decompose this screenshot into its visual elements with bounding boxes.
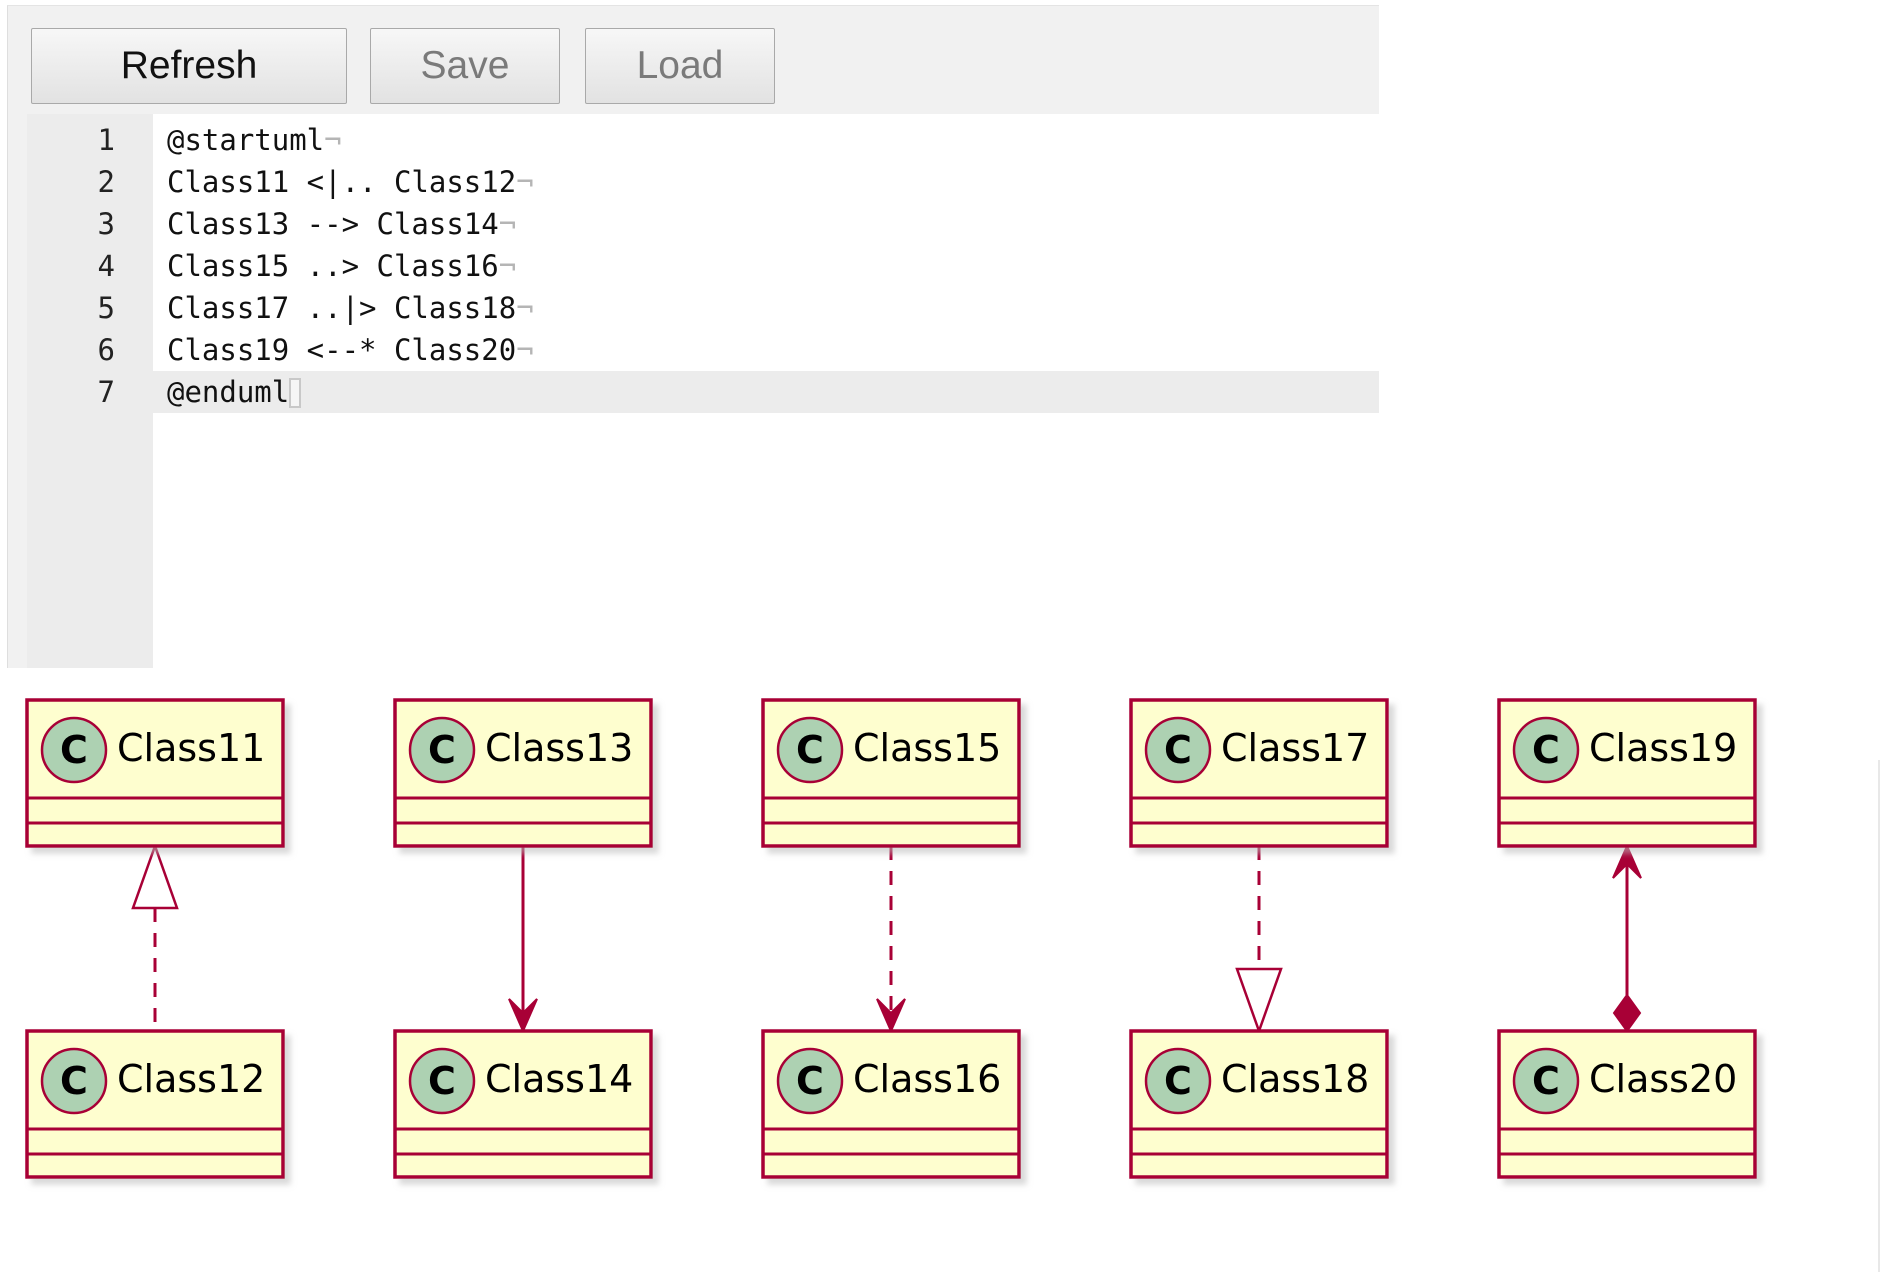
class-circle-letter: C (428, 728, 456, 772)
line-number: 6 (97, 333, 115, 367)
editor-line[interactable]: 7 @enduml (27, 371, 1379, 413)
code-text[interactable]: Class15 ..> Class16¬ (167, 245, 516, 287)
hollow-triangle-head (1235, 967, 1283, 1035)
code-line-content: Class17 ..|> Class18 (167, 291, 517, 325)
line-number: 7 (97, 375, 115, 409)
end-of-line-marker: ¬ (516, 291, 534, 325)
class-stereotype-icon (408, 1047, 476, 1115)
class-stereotype-icon (1144, 1047, 1212, 1115)
editor-line[interactable]: 4 Class15 ..> Class16¬ (27, 245, 1379, 287)
code-line-content: Class11 <|.. Class12 (167, 165, 517, 199)
relation-dependency-class15-class16 (876, 846, 906, 1034)
editor-line[interactable]: 3 Class13 --> Class14¬ (27, 203, 1379, 245)
class-box-class12[interactable]: C Class12 (25, 1029, 285, 1179)
class-box-class20[interactable]: C Class20 (1497, 1029, 1757, 1179)
toolbar: Refresh Save Load (8, 6, 1379, 114)
code-text[interactable]: @enduml (167, 371, 302, 413)
class-box-class19[interactable]: C Class19 (1497, 698, 1757, 848)
line-number: 1 (97, 123, 115, 157)
editor-line[interactable]: 5 Class17 ..|> Class18¬ (27, 287, 1379, 329)
code-line-content: @enduml (167, 375, 290, 409)
line-number: 4 (97, 249, 115, 283)
class-box-class14[interactable]: C Class14 (393, 1029, 653, 1179)
code-text[interactable]: Class17 ..|> Class18¬ (167, 287, 534, 329)
class-name-label: Class13 (485, 726, 633, 770)
end-of-line-marker: ¬ (516, 333, 534, 367)
save-button[interactable]: Save (370, 28, 560, 104)
relation-realization-class12-class11 (131, 842, 179, 1031)
class-box-class17[interactable]: C Class17 (1129, 698, 1389, 848)
hollow-triangle-head (131, 842, 179, 910)
end-of-line-marker: ¬ (516, 165, 534, 199)
class-name-label: Class17 (1221, 726, 1369, 770)
code-line-content: Class19 <--* Class20 (167, 333, 517, 367)
class-circle-letter: C (60, 1059, 88, 1103)
class-box-class15[interactable]: C Class15 (761, 698, 1021, 848)
class-name-label: Class20 (1589, 1057, 1737, 1101)
class-stereotype-icon (40, 1047, 108, 1115)
arrow-head (876, 998, 906, 1034)
load-button[interactable]: Load (585, 28, 775, 104)
code-text[interactable]: Class11 <|.. Class12¬ (167, 161, 534, 203)
class-name-label: Class18 (1221, 1057, 1369, 1101)
class-name-label: Class11 (117, 726, 265, 770)
scrollbar-edge (1878, 760, 1880, 1272)
class-box-class11[interactable]: C Class11 (25, 698, 285, 848)
class-stereotype-icon (776, 716, 844, 784)
editor-line[interactable]: 1 @startuml¬ (27, 119, 1379, 161)
class-stereotype-icon (40, 716, 108, 784)
class-name-label: Class12 (117, 1057, 265, 1101)
class-name-label: Class14 (485, 1057, 633, 1101)
class-circle-letter: C (1532, 728, 1560, 772)
line-number: 2 (97, 165, 115, 199)
class-circle-letter: C (60, 728, 88, 772)
end-of-line-marker: ¬ (498, 207, 517, 241)
class-box-class13[interactable]: C Class13 (393, 698, 653, 848)
code-line-content: @startuml (167, 123, 325, 157)
line-number: 5 (97, 291, 115, 325)
class-box-class18[interactable]: C Class18 (1129, 1029, 1389, 1179)
end-of-line-marker: ¬ (498, 249, 517, 283)
class-circle-letter: C (1164, 728, 1192, 772)
code-line-content: Class13 --> Class14 (167, 207, 499, 241)
editor-line[interactable]: 6 Class19 <--* Class20¬ (27, 329, 1379, 371)
code-text[interactable]: Class13 --> Class14¬ (167, 203, 516, 245)
editor-line[interactable]: 2 Class11 <|.. Class12¬ (27, 161, 1379, 203)
class-circle-letter: C (428, 1059, 456, 1103)
class-stereotype-icon (1144, 716, 1212, 784)
class-name-label: Class16 (853, 1057, 1001, 1101)
text-cursor (289, 378, 302, 408)
relation-realization-class17-class18 (1235, 846, 1283, 1035)
code-line-content: Class15 ..> Class16 (167, 249, 499, 283)
code-text[interactable]: Class19 <--* Class20¬ (167, 329, 534, 371)
end-of-line-marker: ¬ (324, 123, 342, 157)
class-stereotype-icon (1512, 716, 1580, 784)
class-circle-letter: C (1164, 1059, 1192, 1103)
code-text[interactable]: @startuml¬ (167, 119, 342, 161)
class-circle-letter: C (796, 728, 824, 772)
class-stereotype-icon (1512, 1047, 1580, 1115)
class-box-class16[interactable]: C Class16 (761, 1029, 1021, 1179)
relation-composition-class20-class19 (1612, 843, 1642, 1033)
class-stereotype-icon (776, 1047, 844, 1115)
class-name-label: Class15 (853, 726, 1001, 770)
refresh-button[interactable]: Refresh (31, 28, 347, 104)
class-circle-letter: C (1532, 1059, 1560, 1103)
class-stereotype-icon (408, 716, 476, 784)
relation-association-class13-class14 (508, 846, 538, 1034)
composition-diamond (1612, 993, 1642, 1033)
class-circle-letter: C (796, 1059, 824, 1103)
class-name-label: Class19 (1589, 726, 1737, 770)
line-number: 3 (97, 207, 115, 241)
